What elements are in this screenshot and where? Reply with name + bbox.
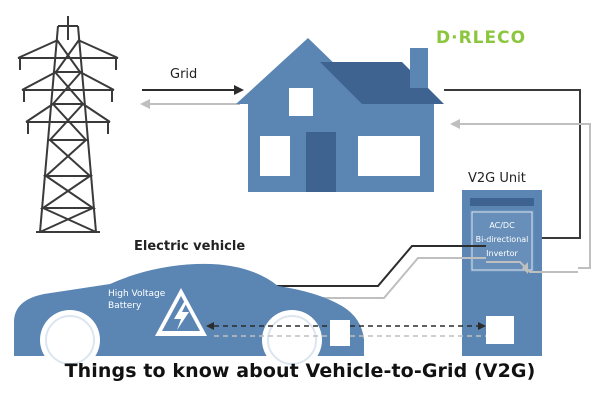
page-caption: Things to know about Vehicle-to-Grid (V2… (64, 360, 536, 382)
electric-vehicle-label: Electric vehicle (134, 239, 245, 254)
house-icon (236, 38, 444, 192)
inverter-label-line1: AC/DC (489, 221, 515, 230)
inverter-label-line2: Bi-directional (476, 235, 529, 244)
logo-text: D·RLECO (436, 28, 527, 48)
house-v2g-lines (444, 89, 591, 269)
v2g-charger-icon (462, 190, 542, 356)
battery-label-line1: High Voltage (108, 289, 166, 299)
high-voltage-warning-icon (155, 288, 207, 336)
power-transmission-tower-icon (17, 16, 119, 233)
charging-cable-dashed (206, 322, 486, 337)
grid-flow-arrows (140, 85, 244, 109)
grid-label: Grid (170, 67, 197, 82)
battery-label-line2: Battery (108, 301, 142, 311)
inverter-label-line3: Invertor (486, 249, 518, 258)
darleco-logo: D·RLECO (436, 28, 556, 58)
v2g-unit-label: V2G Unit (468, 171, 526, 186)
